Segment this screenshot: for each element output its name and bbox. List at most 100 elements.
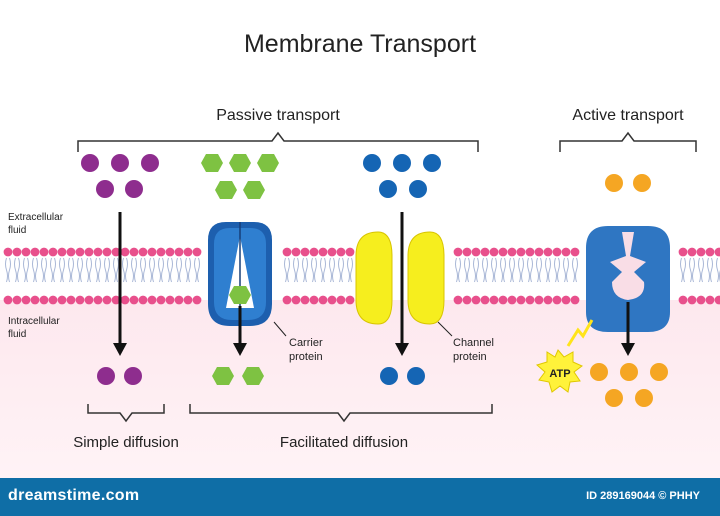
lipid-head — [183, 247, 193, 257]
lipid-head — [3, 295, 13, 305]
lipid-tail — [149, 257, 155, 283]
lipid-tail — [329, 257, 335, 283]
active-arrow — [621, 302, 635, 356]
lipid-head — [714, 247, 720, 257]
lipid-tail — [482, 257, 488, 283]
lipid-head — [282, 247, 292, 257]
lipid-head — [300, 247, 310, 257]
lipid-head — [138, 247, 148, 257]
lipid-head — [480, 295, 490, 305]
lipid-head — [111, 295, 121, 305]
lipid-tail — [689, 257, 695, 283]
lipid-head — [489, 295, 499, 305]
lipid-tail — [527, 257, 533, 283]
diagram-title: Membrane Transport — [244, 30, 476, 58]
lipid-head — [75, 247, 85, 257]
extracellular-label-line2: fluid — [8, 225, 26, 236]
facilitated-diffusion-label: Facilitated diffusion — [280, 434, 408, 451]
lipid-head — [192, 247, 202, 257]
channel-molecules-inside — [380, 367, 425, 385]
lipid-head — [543, 295, 553, 305]
channel-label-line2: protein — [453, 351, 487, 363]
channel-label-line1: Channel — [453, 337, 494, 349]
lipid-head — [30, 295, 40, 305]
active-transport-bracket — [559, 131, 697, 152]
simple-diffusion-molecules-outside — [81, 154, 159, 198]
lipid-tail — [176, 257, 182, 283]
lipid-head — [30, 247, 40, 257]
lipid-tail — [104, 257, 110, 283]
active-molecules-outside — [605, 174, 651, 192]
lipid-tail — [293, 257, 299, 283]
lipid-tail — [698, 257, 704, 283]
carrier-arrow — [233, 306, 247, 356]
lipid-head — [516, 247, 526, 257]
lipid-head — [705, 247, 715, 257]
lipid-head — [318, 295, 328, 305]
lipid-tail — [572, 257, 578, 283]
lipid-head — [120, 295, 130, 305]
lipid-head — [39, 295, 49, 305]
lipid-head — [156, 295, 166, 305]
carrier-label-line2: protein — [289, 351, 323, 363]
lipid-head — [327, 295, 337, 305]
active-pump-protein — [586, 226, 670, 332]
lipid-tail — [509, 257, 515, 283]
lipid-head — [696, 295, 706, 305]
channel-arrow — [395, 212, 409, 356]
simple-diffusion-molecules-inside — [97, 367, 142, 385]
lipid-head — [687, 247, 697, 257]
lipid-head — [102, 247, 112, 257]
intracellular-label-line1: Intracellular — [8, 316, 60, 327]
lipid-head — [534, 295, 544, 305]
lipid-head — [309, 295, 319, 305]
lipid-head — [183, 295, 193, 305]
carrier-molecules-inside — [212, 367, 264, 385]
lipid-head — [336, 295, 346, 305]
lipid-head — [498, 247, 508, 257]
lipid-head — [309, 247, 319, 257]
lipid-head — [111, 247, 121, 257]
lipid-head — [300, 295, 310, 305]
lipid-tail — [464, 257, 470, 283]
lipid-tail — [716, 257, 720, 283]
lipid-head — [318, 247, 328, 257]
lipid-head — [174, 295, 184, 305]
lipid-tail — [23, 257, 29, 283]
lipid-head — [102, 295, 112, 305]
simple-diffusion-label: Simple diffusion — [73, 434, 179, 451]
lipid-head — [192, 295, 202, 305]
lipid-tail — [185, 257, 191, 283]
lipid-tail — [320, 257, 326, 283]
lipid-tail — [167, 257, 173, 283]
lipid-tail — [284, 257, 290, 283]
lipid-head — [3, 247, 13, 257]
lipid-tail — [32, 257, 38, 283]
stock-footer-bar: dreamstime.com ID 289169044 © PHHY — [0, 478, 720, 516]
lipid-tail — [59, 257, 65, 283]
lipid-tail — [158, 257, 164, 283]
lipid-head — [462, 295, 472, 305]
lipid-head — [696, 247, 706, 257]
lipid-head — [291, 247, 301, 257]
image-id-credit: ID 289169044 © PHHY — [586, 490, 700, 502]
lipid-head — [462, 247, 472, 257]
lipid-head — [507, 247, 517, 257]
lipid-head — [714, 295, 720, 305]
lipid-head — [282, 295, 292, 305]
lipid-tail — [536, 257, 542, 283]
lipid-head — [516, 295, 526, 305]
carrier-pointer — [273, 321, 287, 337]
lipid-tail — [95, 257, 101, 283]
lipid-head — [120, 247, 130, 257]
lipid-tail — [545, 257, 551, 283]
lipid-head — [57, 247, 67, 257]
simple-diffusion-arrow — [113, 212, 127, 356]
lipid-head — [48, 247, 58, 257]
lipid-head — [687, 295, 697, 305]
lipid-tail — [473, 257, 479, 283]
lipid-head — [174, 247, 184, 257]
lipid-head — [561, 295, 571, 305]
lipid-head — [21, 295, 31, 305]
lipid-head — [66, 247, 76, 257]
